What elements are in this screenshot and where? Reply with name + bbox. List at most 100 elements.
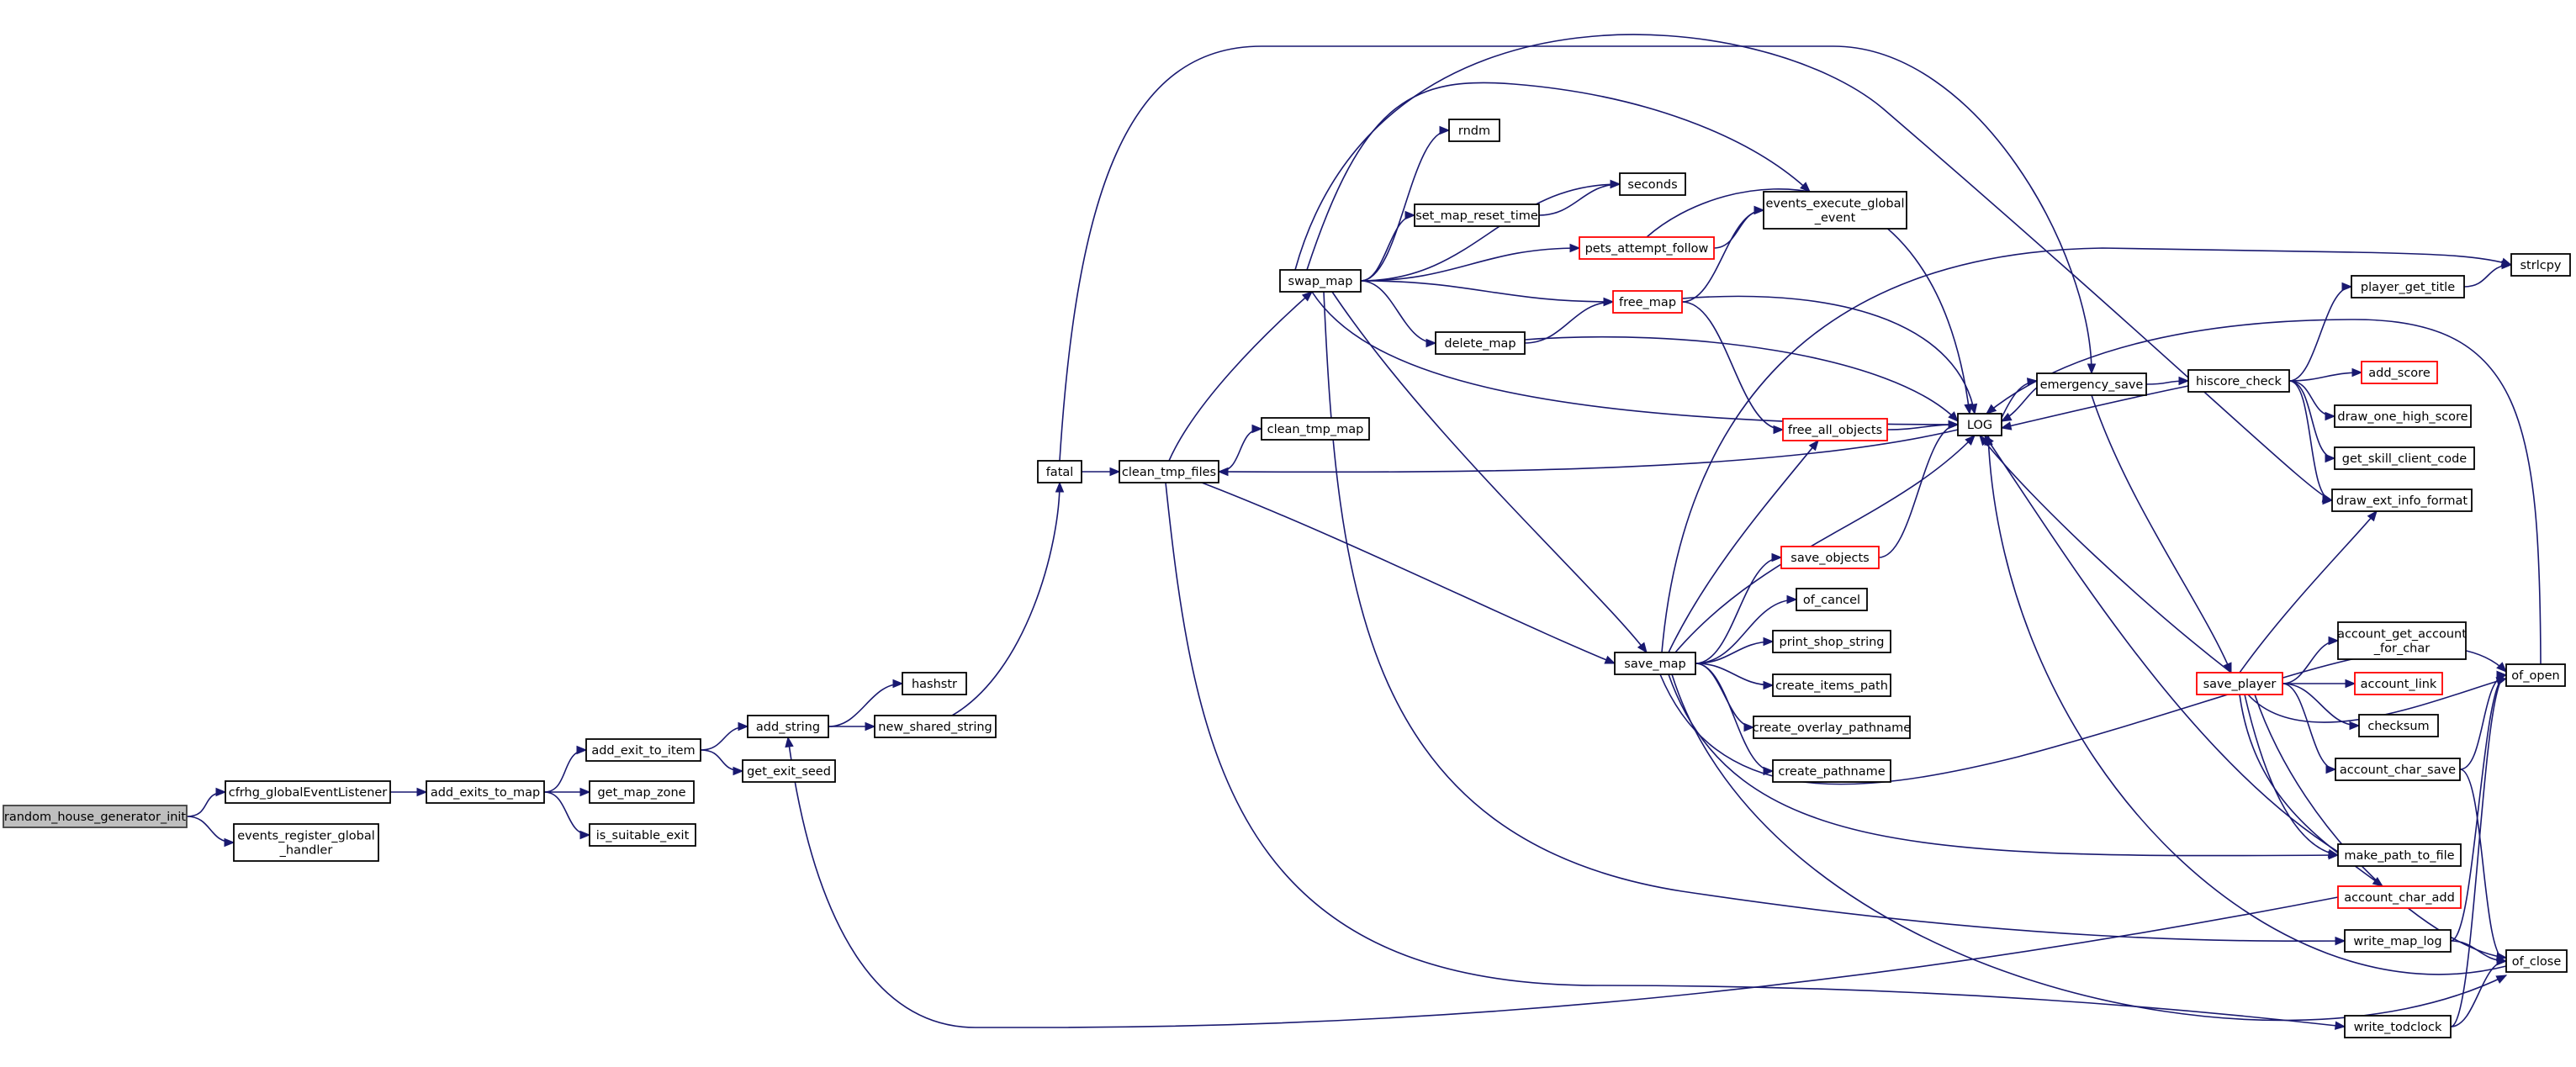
node-save_map[interactable]: save_map (1614, 652, 1696, 675)
arrowhead (579, 830, 591, 840)
node-is_suitable_exit[interactable]: is_suitable_exit (589, 823, 696, 847)
node-draw_one_high_score[interactable]: draw_one_high_score (2334, 404, 2472, 428)
node-get_exit_seed[interactable]: get_exit_seed (742, 759, 836, 783)
node-of_close[interactable]: of_close (2505, 949, 2568, 973)
node-write_todclock[interactable]: write_todclock (2344, 1015, 2452, 1038)
node-save_player[interactable]: save_player (2196, 672, 2283, 695)
node-create_overlay_pathname[interactable]: create_overlay_pathname (1753, 716, 1912, 739)
node-set_map_reset_time[interactable]: set_map_reset_time (1414, 203, 1540, 227)
node-box (2036, 372, 2147, 396)
node-events_execute_global_event[interactable]: events_execute_global_event (1763, 191, 1907, 230)
node-get_map_zone[interactable]: get_map_zone (589, 780, 695, 804)
node-clean_tmp_map[interactable]: clean_tmp_map (1261, 417, 1370, 441)
edge-line (1524, 301, 1614, 344)
arrowhead (1637, 642, 1648, 654)
edge-line (951, 482, 1061, 716)
node-LOG[interactable]: LOG (1957, 413, 2002, 436)
node-box (1414, 203, 1540, 227)
arrowhead (892, 679, 904, 689)
node-get_skill_client_code[interactable]: get_skill_client_code (2334, 446, 2475, 470)
node-of_cancel[interactable]: of_cancel (1796, 588, 1868, 611)
edge-save_player-to-LOG (1979, 434, 2232, 673)
node-box (589, 780, 695, 804)
edge-cfrhg_globalEventListener-to-add_exits_to_map (390, 787, 428, 797)
node-hashstr[interactable]: hashstr (902, 672, 967, 695)
node-box (742, 759, 836, 783)
arrowhead (1965, 435, 1976, 446)
node-label: LOG (1967, 419, 1992, 432)
edge-save_objects-to-LOG (1878, 420, 1960, 558)
node-add_exit_to_item[interactable]: add_exit_to_item (585, 738, 701, 762)
node-label: hashstr (912, 678, 957, 691)
node-cfrhg_globalEventListener[interactable]: cfrhg_globalEventListener (225, 780, 391, 804)
node-label: checksum (2367, 720, 2429, 733)
node-new_shared_string[interactable]: new_shared_string (874, 715, 997, 738)
node-of_open[interactable]: of_open (2505, 663, 2566, 687)
edge-swap_map-to-delete_map (1360, 280, 1437, 348)
node-make_path_to_file[interactable]: make_path_to_file (2337, 843, 2462, 867)
node-swap_map[interactable]: swap_map (1279, 269, 1362, 293)
arrowhead (1800, 182, 1811, 193)
node-label: hiscore_check (2196, 375, 2282, 388)
node-box (2337, 621, 2467, 660)
node-label: seconds (1627, 178, 1677, 192)
edge-delete_map-to-LOG (1524, 335, 1959, 422)
node-random_house_generator_init[interactable]: random_house_generator_init (3, 805, 188, 828)
node-create_pathname[interactable]: create_pathname (1772, 759, 1891, 783)
node-add_score[interactable]: add_score (2361, 361, 2438, 384)
edge-set_map_reset_time-to-seconds (1538, 179, 1621, 216)
node-draw_ext_info_format[interactable]: draw_ext_info_format (2331, 489, 2473, 512)
node-strlcpy[interactable]: strlcpy (2510, 253, 2571, 277)
node-add_exits_to_map[interactable]: add_exits_to_map (426, 780, 545, 804)
edge-line (1524, 335, 1959, 422)
node-account_char_add[interactable]: account_char_add (2337, 885, 2462, 909)
arrowhead (2087, 363, 2097, 375)
node-free_all_objects[interactable]: free_all_objects (1782, 418, 1888, 441)
arrowhead (1603, 297, 1615, 307)
edge-save_player-to-account_char_save (2282, 683, 2337, 774)
node-clean_tmp_files[interactable]: clean_tmp_files (1119, 460, 1219, 483)
node-add_string[interactable]: add_string (747, 715, 829, 738)
edge-save_player-to-account_get_account_for_char (2282, 636, 2340, 684)
arrowhead (1109, 467, 1121, 477)
node-emergency_save[interactable]: emergency_save (2036, 372, 2147, 396)
node-box (2505, 663, 2566, 687)
node-print_shop_string[interactable]: print_shop_string (1772, 630, 1891, 653)
node-save_objects[interactable]: save_objects (1780, 546, 1880, 569)
node-create_items_path[interactable]: create_items_path (1772, 673, 1891, 697)
arrowhead (1743, 722, 1755, 732)
node-box (2334, 446, 2475, 470)
node-account_get_account_for_char[interactable]: account_get_account_for_char (2337, 621, 2467, 660)
arrowhead (1968, 403, 1978, 415)
node-label: _event (1814, 212, 1856, 225)
edge-line (1360, 280, 1614, 303)
edge-LOG-to-clean_tmp_files (1217, 429, 1959, 477)
arrowhead (1763, 766, 1775, 776)
edge-account_char_add-to-add_string (785, 736, 2339, 1028)
edge-layer (186, 34, 2542, 1030)
node-rndm[interactable]: rndm (1448, 119, 1500, 142)
arrowhead (2335, 936, 2346, 946)
node-free_map[interactable]: free_map (1612, 290, 1683, 314)
arrowhead (1763, 680, 1775, 690)
edge-save_player-to-account_link (2282, 679, 2356, 689)
edge-line (2244, 694, 2339, 856)
node-account_link[interactable]: account_link (2354, 672, 2443, 695)
node-seconds[interactable]: seconds (1619, 172, 1686, 196)
node-events_register_global_handler[interactable]: events_register_global_handler (233, 823, 379, 862)
edge-free_map-to-LOG (1681, 295, 1978, 415)
node-player_get_title[interactable]: player_get_title (2351, 275, 2465, 298)
node-pets_attempt_follow[interactable]: pets_attempt_follow (1579, 236, 1715, 260)
node-checksum[interactable]: checksum (2358, 714, 2439, 737)
arrowhead (1217, 467, 1229, 477)
edge-line (1360, 280, 1436, 344)
node-hiscore_check[interactable]: hiscore_check (2187, 369, 2290, 393)
node-write_map_log[interactable]: write_map_log (2344, 929, 2452, 953)
node-label: write_map_log (2353, 935, 2441, 948)
node-label: swap_map (1288, 275, 1353, 288)
node-account_char_save[interactable]: account_char_save (2335, 758, 2461, 781)
node-delete_map[interactable]: delete_map (1435, 331, 1526, 355)
node-fatal[interactable]: fatal (1037, 460, 1082, 483)
edge-save_map-to-of_cancel (1695, 594, 1798, 664)
